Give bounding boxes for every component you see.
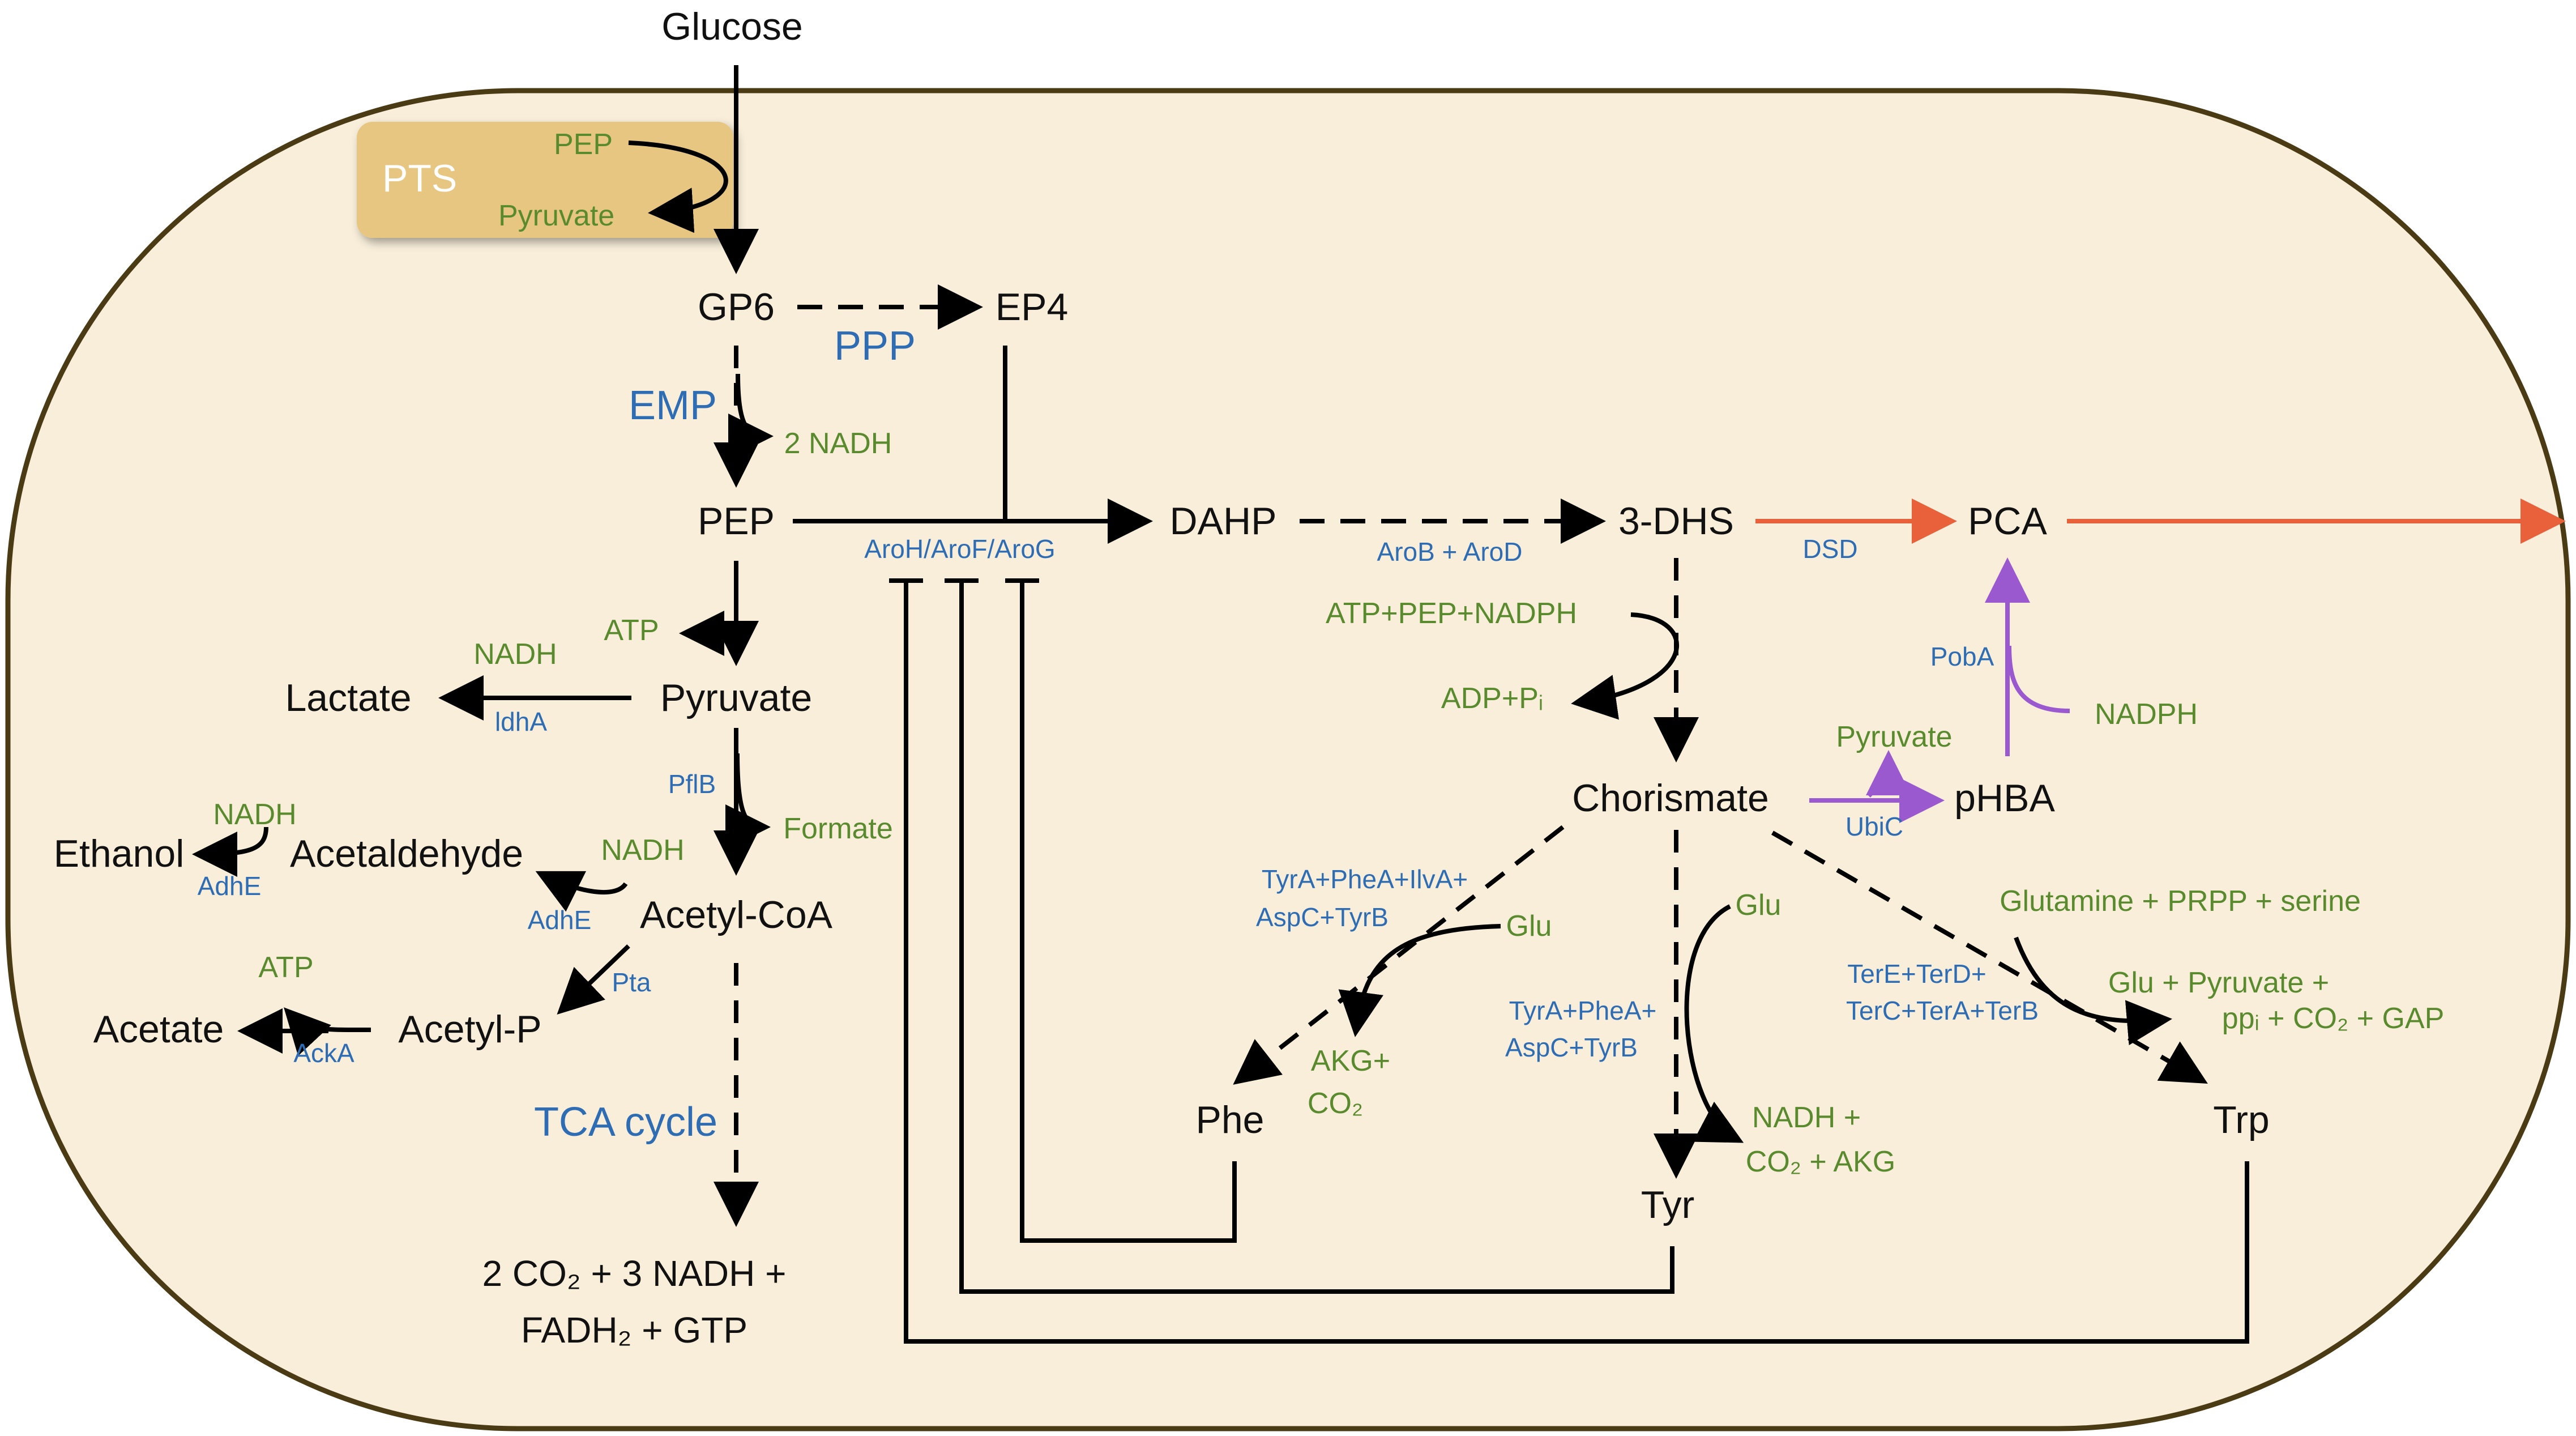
enzyme-poba: PobA — [1930, 642, 1994, 671]
enzyme-phe-line1: TyrA+PheA+IlvA+ — [1262, 864, 1468, 894]
cofactor-nadh-lactate: NADH — [473, 638, 557, 671]
enzyme-trp-line2: TerC+TerA+TerB — [1846, 996, 2039, 1025]
dahp-label: DAHP — [1170, 500, 1277, 543]
enzyme-pta: Pta — [612, 968, 651, 997]
pts-label: PTS — [382, 157, 457, 200]
cofactor-glu-phe: Glu — [1506, 910, 1552, 943]
enzyme-phe-line2: AspC+TyrB — [1256, 902, 1389, 932]
cofactor-nadh-co2-line2: CO₂ + AKG — [1746, 1145, 1895, 1178]
enzyme-pflb: PflB — [668, 769, 716, 799]
cofactor-pyruvate-ubic: Pyruvate — [1836, 721, 1952, 753]
enzyme-adhe-ethanol: AdhE — [198, 871, 262, 901]
phba-label: pHBA — [1954, 777, 2055, 820]
enzyme-dsd: DSD — [1802, 534, 1857, 564]
enzyme-ldha: ldhA — [495, 707, 547, 736]
cofactor-atp-acetate: ATP — [258, 951, 313, 984]
cofactor-trp-products-line2: ppᵢ + CO₂ + GAP — [2222, 1002, 2445, 1035]
phba-arrows — [1809, 557, 2070, 823]
ppp-label: PPP — [834, 323, 916, 369]
tca-output-line2: FADH₂ + GTP — [521, 1310, 747, 1350]
cofactor-trp-substrates: Glutamine + PRPP + serine — [2000, 885, 2361, 918]
enzyme-tyr-line1: TyrA+PheA+ — [1509, 996, 1657, 1025]
dhs-label: 3-DHS — [1618, 500, 1734, 543]
acetyl-p-label: Acetyl-P — [398, 1008, 541, 1051]
enzyme-arob: AroB + AroD — [1377, 537, 1523, 566]
pep-label: PEP — [698, 500, 775, 543]
cofactor-nadh-co2-line1: NADH + — [1752, 1101, 1861, 1134]
cofactor-akg-co2-line2: CO₂ — [1308, 1087, 1363, 1120]
acetate-label: Acetate — [93, 1008, 224, 1051]
pts-pep-label: PEP — [554, 128, 613, 161]
cofactor-nadph-poba: NADPH — [2095, 698, 2198, 731]
cofactor-nadh-emp: 2 NADH — [784, 427, 892, 460]
enzyme-aroh: AroH/AroF/AroG — [864, 534, 1055, 564]
pts-pyruvate-label: Pyruvate — [498, 199, 614, 232]
enzyme-ubic: UbiC — [1846, 812, 1903, 841]
phe-label: Phe — [1196, 1098, 1264, 1141]
main-arrows — [192, 65, 2249, 1344]
cofactor-nadh-acetaldehyde: NADH — [601, 834, 684, 867]
acetyl-coa-label: Acetyl-CoA — [640, 893, 833, 936]
cofactor-trp-products-line1: Glu + Pyruvate + — [2108, 966, 2329, 999]
cofactor-nadh-ethanol: NADH — [213, 798, 296, 831]
pyruvate-label: Pyruvate — [660, 676, 812, 719]
enzyme-trp-line1: TerE+TerD+ — [1847, 959, 1986, 988]
gp6-label: GP6 — [698, 286, 775, 329]
pts-box: PTS PEP Pyruvate — [357, 122, 733, 238]
glucose-label: Glucose — [661, 5, 802, 48]
trp-label: Trp — [2213, 1098, 2269, 1141]
cofactor-adp-pi: ADP+Pᵢ — [1441, 682, 1543, 715]
emp-label: EMP — [629, 383, 717, 428]
cofactor-formate: Formate — [783, 812, 893, 845]
cofactor-atp-pep: ATP — [604, 614, 659, 647]
acetaldehyde-label: Acetaldehyde — [290, 832, 523, 875]
ethanol-label: Ethanol — [54, 832, 185, 875]
enzyme-tyr-line2: AspC+TyrB — [1505, 1033, 1638, 1062]
tyr-label: Tyr — [1641, 1183, 1694, 1226]
enzyme-adhe-acetaldehyde: AdhE — [528, 905, 592, 935]
lactate-label: Lactate — [285, 676, 411, 719]
tca-output-line1: 2 CO₂ + 3 NADH + — [482, 1253, 786, 1294]
tca-label: TCA cycle — [534, 1100, 717, 1145]
enzyme-acka: AckA — [293, 1038, 354, 1068]
cofactor-glu-tyr: Glu — [1736, 889, 1782, 922]
cofactor-atp-pep-nadph: ATP+PEP+NADPH — [1326, 597, 1577, 630]
cofactor-akg-co2-line1: AKG+ — [1311, 1045, 1390, 1077]
pca-label: PCA — [1968, 500, 2047, 543]
ep4-label: EP4 — [996, 286, 1069, 329]
cell-membrane — [5, 88, 2571, 1431]
chorismate-label: Chorismate — [1572, 777, 1769, 820]
